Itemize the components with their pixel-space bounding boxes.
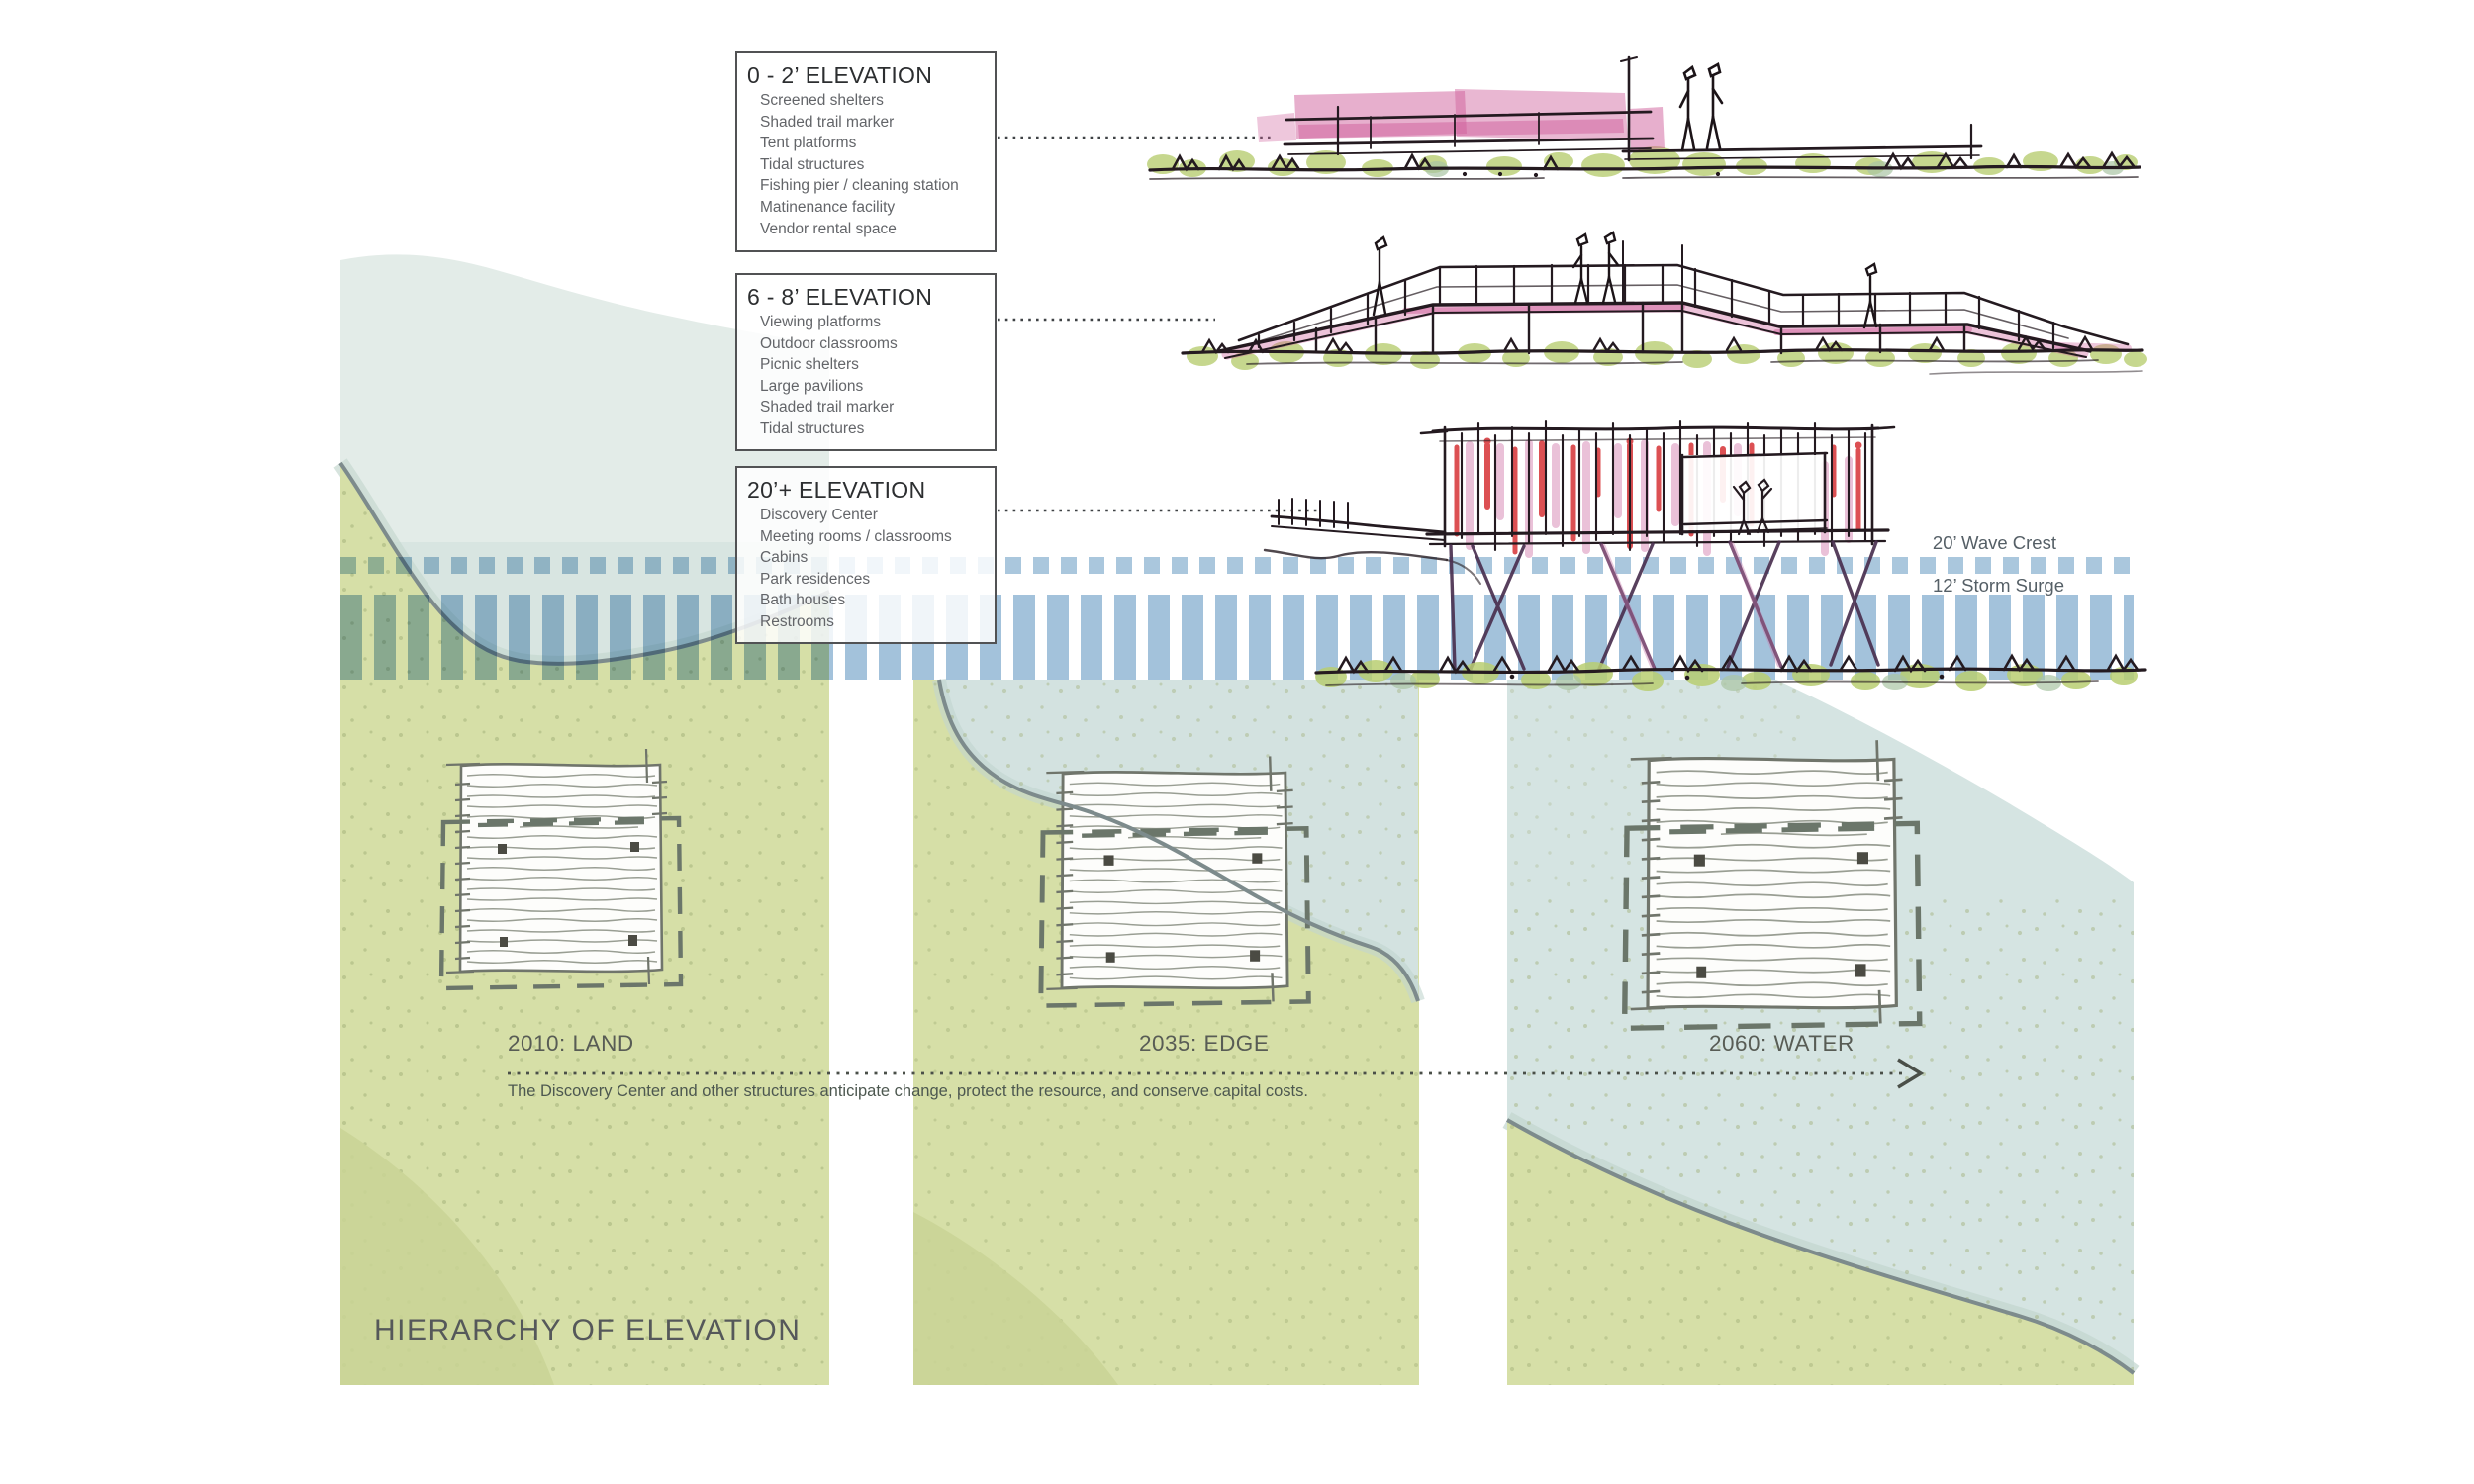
elevation-box-item: Tent platforms bbox=[760, 135, 857, 152]
elevation-box-item: Vendor rental space bbox=[760, 220, 897, 237]
stage-label-2060-water: 2060: WATER bbox=[1709, 1031, 1855, 1056]
sketch-0-2-elevation bbox=[1147, 55, 2141, 180]
plan-square-2060 bbox=[1625, 740, 1920, 1028]
elevation-box-item: Fishing pier / cleaning station bbox=[760, 177, 959, 195]
elevation-box-item: Matinenance facility bbox=[760, 198, 896, 216]
elevation-box-title: 6 - 8’ ELEVATION bbox=[747, 284, 933, 310]
flood-level-bands bbox=[340, 557, 2134, 680]
stick-figures bbox=[1372, 231, 1878, 329]
elevation-box-item: Screened shelters bbox=[760, 92, 884, 109]
panel-2035-edge bbox=[913, 680, 1419, 1385]
elevation-box-title: 0 - 2’ ELEVATION bbox=[747, 62, 933, 88]
stage-label-2035-edge: 2035: EDGE bbox=[1139, 1031, 1270, 1056]
plan-square-2035 bbox=[1041, 756, 1309, 1005]
stick-figures bbox=[1732, 478, 1773, 536]
elevation-box-item: Large pavilions bbox=[760, 377, 864, 395]
elevation-box-20plus: 20’+ ELEVATION Discovery Center Meeting … bbox=[735, 466, 997, 644]
elevation-box-item: Viewing platforms bbox=[760, 314, 882, 330]
wave-crest-label: 20’ Wave Crest bbox=[1932, 532, 2056, 553]
leader-lines bbox=[998, 136, 1318, 512]
plan-square-2010 bbox=[441, 749, 681, 988]
elevation-box-item: Shaded trail marker bbox=[760, 113, 895, 131]
elevation-box-item: Picnic shelters bbox=[760, 356, 859, 374]
timeline-arrow bbox=[508, 1058, 1925, 1089]
elevation-box-item: Tidal structures bbox=[760, 155, 865, 173]
timeline-caption: The Discovery Center and other structure… bbox=[508, 1082, 1308, 1100]
elevation-box-item: Cabins bbox=[760, 549, 809, 567]
elevation-box-6-8: 6 - 8’ ELEVATION Viewing platforms Outdo… bbox=[735, 273, 997, 451]
elevation-box-item: Shaded trail marker bbox=[760, 399, 895, 417]
elevation-box-0-2: 0 - 2’ ELEVATION Screened shelters Shade… bbox=[735, 51, 997, 252]
stick-figures bbox=[1678, 62, 1724, 152]
arrow-right-icon bbox=[1897, 1058, 1925, 1089]
elevation-box-item: Meeting rooms / classrooms bbox=[760, 527, 952, 545]
elevation-box-item: Tidal structures bbox=[760, 419, 865, 437]
storm-surge-label: 12’ Storm Surge bbox=[1933, 575, 2064, 596]
elevation-box-item: Discovery Center bbox=[760, 507, 878, 523]
sketch-6-8-elevation bbox=[1181, 231, 2147, 375]
page-title: HIERARCHY OF ELEVATION bbox=[374, 1314, 802, 1346]
sketch-20plus-elevation bbox=[1263, 419, 2147, 691]
elevation-box-item: Bath houses bbox=[760, 592, 846, 609]
elevation-box-item: Outdoor classrooms bbox=[760, 334, 898, 352]
elevation-box-title: 20’+ ELEVATION bbox=[747, 477, 926, 503]
elevation-box-item: Restrooms bbox=[760, 612, 834, 630]
panel-2060-water bbox=[1507, 680, 2134, 1385]
stage-label-2010-land: 2010: LAND bbox=[508, 1031, 634, 1056]
elevation-box-item: Park residences bbox=[760, 570, 871, 588]
storm-surge-band bbox=[340, 595, 2134, 680]
